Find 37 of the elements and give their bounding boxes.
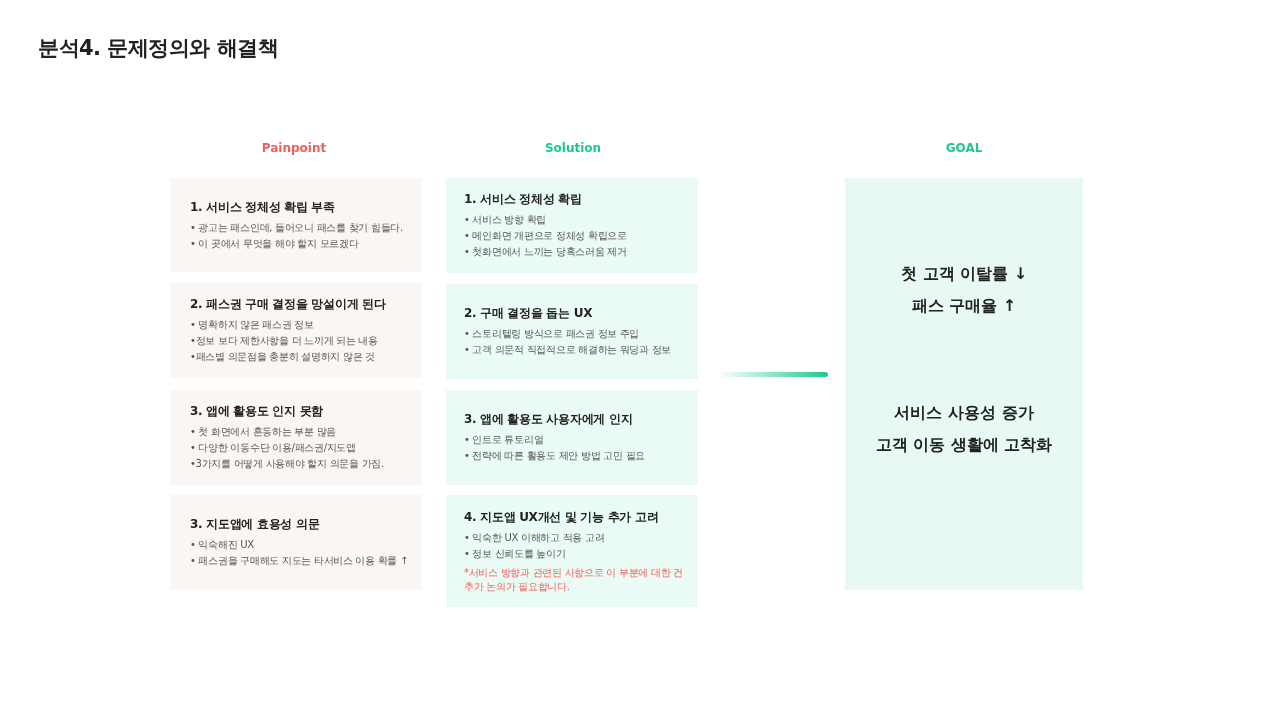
card-heading: 3. 지도앱에 효용성 의문: [190, 516, 320, 533]
page-title: 분석4. 문제정의와 해결책: [38, 35, 279, 62]
card-heading: 3. 앱에 활용도 인지 못함: [190, 403, 324, 420]
bullet-text: • 패스권을 구매해도 지도는 타서비스 이용 확률 ↑: [190, 554, 409, 568]
goal-text: 첫 고객 이탈률 ↓: [900, 263, 1028, 285]
column-header: GOAL: [945, 141, 983, 155]
bullet-text: • 전략에 따른 활용도 제안 방법 고민 필요: [464, 449, 645, 463]
note-text: *서비스 방향과 관련된 사항으로 이 부분에 대한 건 추가 논의가 필요합니다.: [464, 565, 684, 594]
bullet-text: •패스별 의문점을 충분히 설명하지 않은 것: [190, 350, 375, 364]
goal-text: 서비스 사용성 증가: [894, 402, 1034, 424]
goal-text: 패스 구매율 ↑: [911, 295, 1017, 317]
bullet-text: • 정보 신뢰도를 높이기: [464, 546, 566, 561]
goal-panel: [845, 178, 1083, 590]
card-heading: 2. 구매 결정을 돕는 UX: [464, 305, 593, 322]
card-heading: 4. 지도앱 UX개선 및 기능 추가 고려: [464, 508, 659, 526]
bullet-text: • 명확하지 않은 패스권 정보: [190, 318, 314, 332]
card-heading: 1. 서비스 정체성 확립 부족: [190, 198, 335, 216]
bullet-text: • 익숙한 UX 이해하고 적용 고려: [464, 530, 605, 545]
column-header: Solution: [544, 141, 602, 155]
bullet-text: • 스토리텔링 방식으로 패스권 정보 주입: [464, 327, 640, 341]
card-heading: 3. 앱에 활용도 사용자에게 인지: [464, 411, 633, 428]
bullet-text: • 광고는 패스인데, 들어오니 패스를 찾기 힘들다.: [190, 220, 403, 235]
bullet-text: •3가지를 어떻게 사용해야 할지 의문을 가짐.: [190, 457, 384, 471]
goal-text: 고객 이동 생활에 고착화: [875, 434, 1053, 456]
bullet-text: • 이 곳에서 무엇을 해야 할지 모르겠다: [190, 236, 359, 251]
bullet-text: • 서비스 방향 확립: [464, 213, 547, 227]
column-header: Painpoint: [261, 141, 327, 155]
card-heading: 2. 패스권 구매 결정을 망설이게 된다: [190, 296, 386, 313]
bullet-text: • 메인화면 개편으로 정체성 확립으로: [464, 229, 627, 243]
bullet-text: • 다양한 이동수단 이용/패스권/지도앱: [190, 441, 356, 455]
bullet-text: • 고객 의문적 직접적으로 해결하는 워딩과 정보: [464, 343, 672, 357]
card-heading: 1. 서비스 정체성 확립: [464, 191, 582, 208]
bullet-text: • 인트로 튜토리얼: [464, 433, 544, 447]
bullet-text: •정보 보다 제한사항을 더 느끼게 되는 내용: [190, 334, 378, 348]
bullet-text: • 익숙해진 UX: [190, 538, 254, 552]
bullet-text: • 첫 화면에서 혼동하는 부분 많음: [190, 425, 337, 439]
bullet-text: • 첫화면에서 느끼는 당혹스러움 제거: [464, 245, 627, 259]
